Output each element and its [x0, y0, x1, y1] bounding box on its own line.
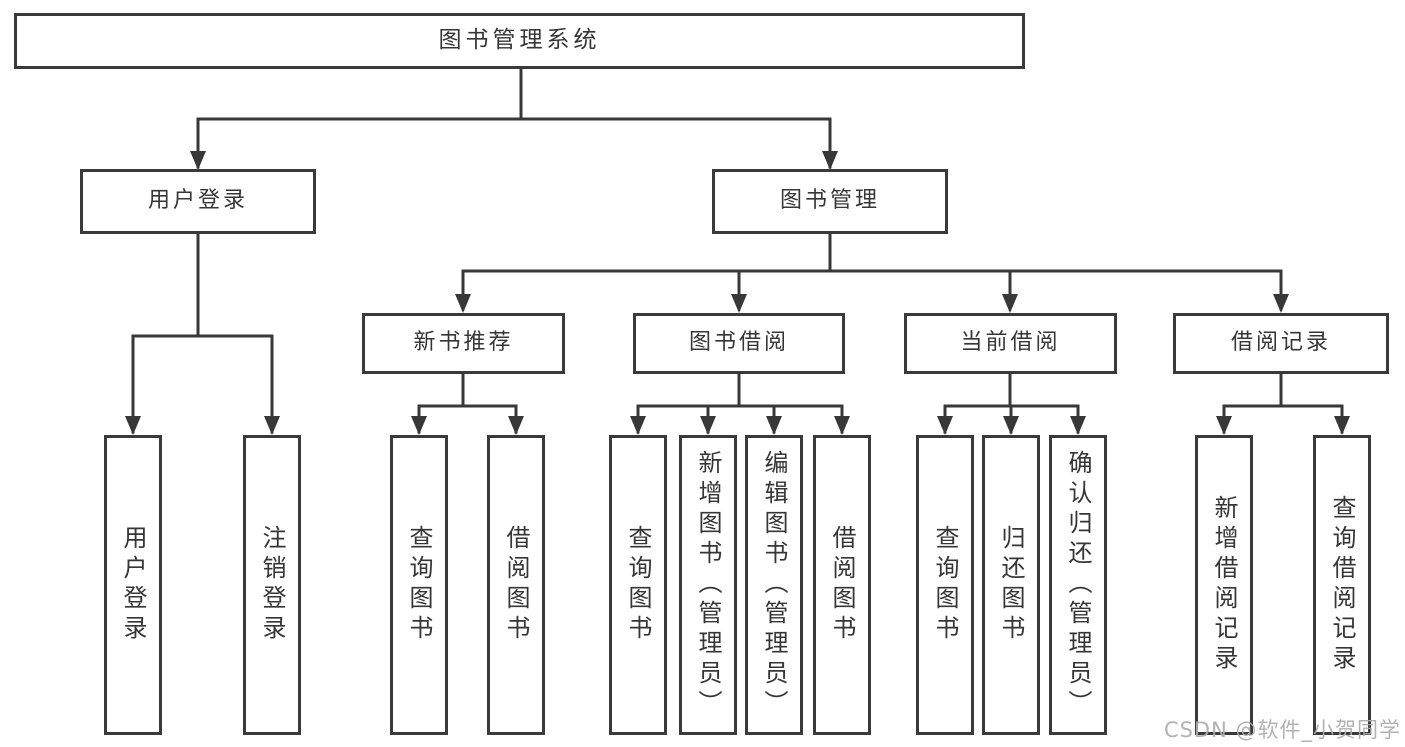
leaf-query-books-recommend: 查询图书: [390, 435, 448, 735]
leaf-return-book: 归还图书: [982, 435, 1040, 735]
arrowhead-icon: [1273, 294, 1289, 313]
node-label: 注销登录: [258, 525, 286, 645]
node-user-login: 用户登录: [80, 169, 316, 234]
node-label: 图书管理系统: [438, 27, 601, 54]
leaf-edit-book-admin: 编辑图书（管理员）: [745, 435, 803, 735]
node-label: 查询图书: [624, 525, 652, 645]
arrowhead-icon: [508, 416, 524, 435]
arrowhead-icon: [1003, 416, 1019, 435]
node-library-management-system: 图书管理系统: [14, 13, 1025, 69]
node-label: 新增借阅记录: [1210, 495, 1238, 675]
leaf-query-books-borrow: 查询图书: [609, 435, 667, 735]
arrowhead-icon: [1216, 416, 1232, 435]
node-label: 新书推荐: [413, 330, 514, 356]
leaf-add-book-admin: 新增图书（管理员）: [679, 435, 737, 735]
arrowhead-icon: [937, 416, 953, 435]
node-label: 查询借阅记录: [1328, 495, 1356, 675]
arrowhead-icon: [125, 416, 141, 435]
node-label: 借阅图书: [828, 525, 856, 645]
leaf-borrow-books: 借阅图书: [813, 435, 871, 735]
arrowhead-icon: [264, 416, 280, 435]
node-label: 编辑图书（管理员）: [760, 450, 788, 720]
node-label: 查询图书: [405, 525, 433, 645]
node-label: 新增图书（管理员）: [694, 450, 722, 720]
arrowhead-icon: [1070, 416, 1086, 435]
arrowhead-icon: [1002, 294, 1018, 313]
node-label: 查询图书: [931, 525, 959, 645]
leaf-confirm-return-admin: 确认归还（管理员）: [1049, 435, 1107, 735]
node-label: 归还图书: [997, 525, 1025, 645]
leaf-query-books-current: 查询图书: [916, 435, 974, 735]
node-current-borrowing: 当前借阅: [904, 313, 1117, 374]
node-label: 图书管理: [779, 188, 880, 214]
leaf-query-borrow-record: 查询借阅记录: [1313, 435, 1371, 735]
node-book-borrowing: 图书借阅: [633, 313, 845, 374]
node-label: 当前借阅: [960, 330, 1061, 356]
arrowhead-icon: [731, 294, 747, 313]
node-book-management: 图书管理: [712, 169, 948, 234]
csdn-watermark: CSDN @软件_小贺同学: [1163, 718, 1401, 742]
arrowhead-icon: [190, 151, 206, 170]
arrowhead-icon: [834, 416, 850, 435]
node-label: 确认归还（管理员）: [1064, 450, 1092, 720]
leaf-add-borrow-record: 新增借阅记录: [1195, 435, 1253, 735]
node-label: 用户登录: [119, 525, 147, 645]
arrowhead-icon: [1334, 416, 1350, 435]
node-new-book-recommendation: 新书推荐: [362, 313, 565, 374]
node-label: 图书借阅: [688, 330, 789, 356]
tree-connector-path: [131, 67, 1344, 434]
arrowhead-icon: [766, 416, 782, 435]
arrowhead-icon: [411, 416, 427, 435]
leaf-user-login: 用户登录: [104, 435, 162, 735]
node-borrowing-records: 借阅记录: [1173, 313, 1389, 374]
node-label: 借阅记录: [1230, 330, 1331, 356]
arrowhead-icon: [822, 151, 838, 170]
arrowhead-icon: [630, 416, 646, 435]
arrowhead-icon: [700, 416, 716, 435]
leaf-logout: 注销登录: [243, 435, 301, 735]
node-label: 用户登录: [147, 188, 248, 214]
node-label: 借阅图书: [502, 525, 530, 645]
arrowhead-icon: [455, 294, 471, 313]
leaf-borrow-books-recommend: 借阅图书: [487, 435, 545, 735]
